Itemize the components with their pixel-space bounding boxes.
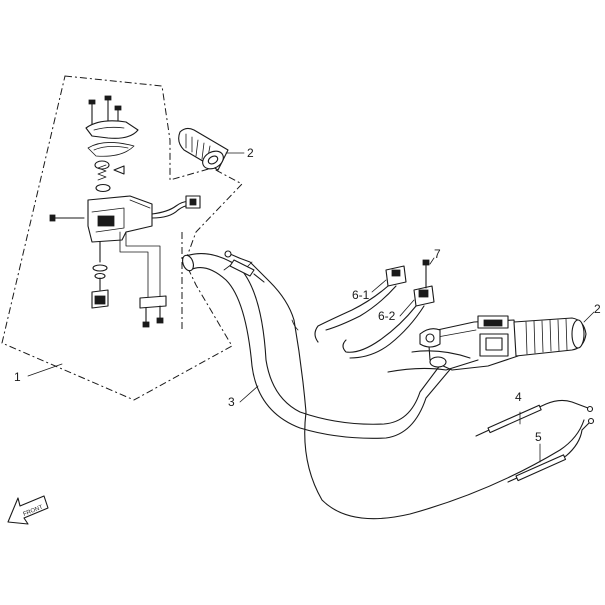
left-grip [178, 127, 229, 171]
leader-assembly-1 [27, 363, 63, 377]
spring [97, 164, 107, 181]
small-bracket [139, 295, 167, 309]
callout-1: 1 [14, 370, 21, 384]
callout-5: 5 [535, 430, 542, 444]
control-cable [224, 250, 585, 520]
handlebar-tube [182, 253, 459, 439]
switch-gasket [87, 142, 135, 157]
leader-7 [429, 257, 435, 265]
leader-6-1 [371, 279, 387, 293]
leader-handlebar-3 [239, 385, 259, 403]
right-control-housing [387, 315, 519, 373]
callout-6-1: 6-1 [352, 288, 370, 302]
front-arrow-icon: FRONT [7, 495, 49, 525]
connector-6-2 [342, 285, 435, 359]
right-grip [513, 317, 587, 357]
assembly-1-boundary [1, 75, 243, 401]
callout-2-right-grip: 2 [594, 302, 601, 316]
top-bolts [88, 95, 122, 133]
callout-3: 3 [228, 395, 235, 409]
cable-4 [475, 399, 594, 437]
leader-6-2 [399, 299, 415, 317]
callout-7: 7 [434, 247, 441, 261]
callout-2-left-grip: 2 [247, 146, 254, 160]
cable-5 [507, 417, 595, 483]
callout-4: 4 [515, 390, 522, 404]
switch-housing-assembly [49, 95, 201, 328]
screw-7 [422, 259, 430, 289]
connector-6-1 [314, 265, 407, 343]
switch-top-cover [85, 120, 139, 139]
leader-right-grip [583, 311, 595, 323]
callout-6-2: 6-2 [378, 309, 396, 323]
